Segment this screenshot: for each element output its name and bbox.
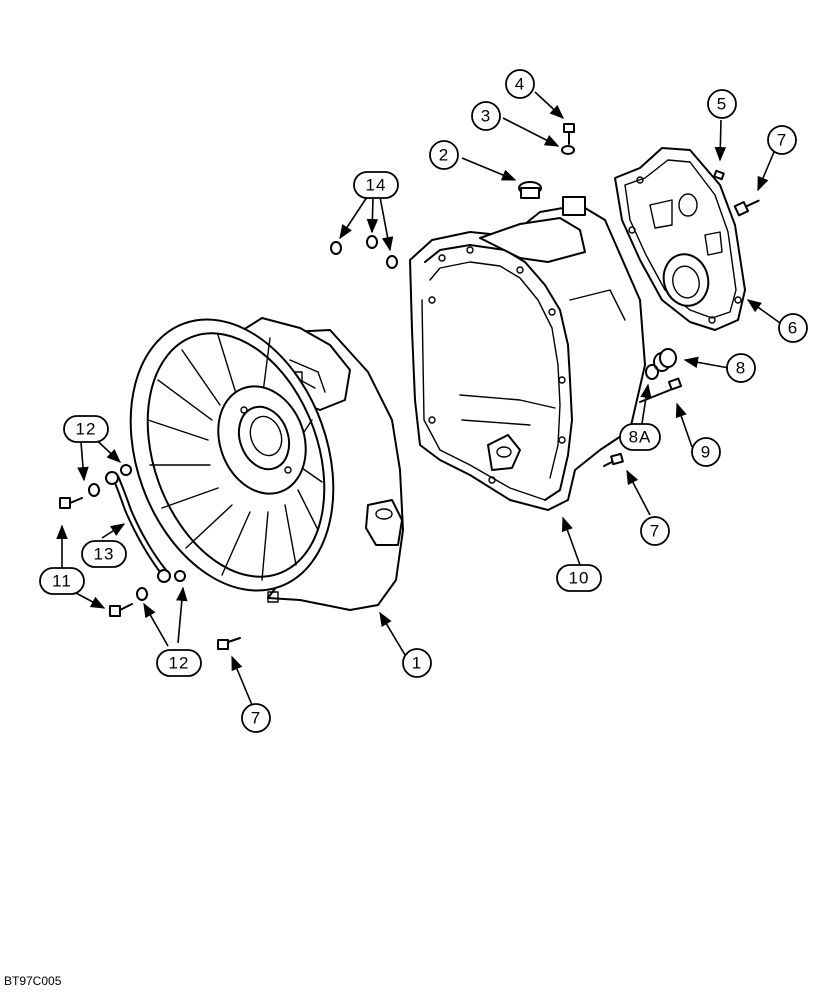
- washers-part-12: [88, 464, 186, 601]
- callout-label-12-bottom: 12: [169, 654, 190, 673]
- callout-7-rear: 7: [767, 125, 797, 155]
- leader-arrows: [56, 91, 781, 706]
- callout-11: 11: [39, 567, 85, 595]
- bolt-part-4: [563, 123, 575, 145]
- callout-label-8a: 8A: [629, 428, 652, 447]
- o-ring-part-8a: [645, 364, 659, 380]
- vent-plug-part-2: [518, 181, 542, 199]
- callout-9: 9: [691, 437, 721, 467]
- callout-label-5: 5: [717, 95, 727, 114]
- callout-label-12-top: 12: [76, 420, 97, 439]
- callout-label-7-bottom: 7: [251, 709, 261, 728]
- callout-12-top: 12: [63, 415, 109, 443]
- callout-3: 3: [471, 101, 501, 131]
- bell-housing-part-1: [129, 317, 404, 611]
- washer-part-3: [561, 145, 575, 155]
- rear-cover-part-6: [614, 147, 746, 331]
- bolt-part-9: [639, 377, 683, 403]
- callout-label-10: 10: [569, 569, 590, 588]
- ground-strap-part-13: [105, 471, 171, 583]
- transmission-case-part-10: [409, 196, 646, 511]
- callout-2: 2: [429, 140, 459, 170]
- callout-label-8: 8: [736, 359, 746, 378]
- bolt-part-7-bottom: [217, 637, 241, 650]
- callout-7-bottom: 7: [241, 703, 271, 733]
- small-hardware: [59, 123, 760, 650]
- callout-label-7-rear: 7: [777, 131, 787, 150]
- o-rings-part-14: [330, 235, 398, 269]
- callout-1: 1: [402, 648, 432, 678]
- callout-label-11: 11: [52, 572, 72, 591]
- callout-label-13: 13: [94, 545, 115, 564]
- plug-part-8: [653, 348, 677, 372]
- callouts: 1 2 3 4 5 6 7 7 7 8 8A 9 10 11 12 12 13 …: [39, 69, 808, 733]
- callout-label-3: 3: [481, 107, 491, 126]
- bolt-part-7-case: [603, 452, 624, 467]
- callout-label-14: 14: [366, 176, 387, 195]
- dowel-part-5: [713, 169, 725, 181]
- callout-12-bottom: 12: [156, 649, 202, 677]
- callout-7-case: 7: [640, 516, 670, 546]
- callout-4: 4: [505, 69, 535, 99]
- callout-label-4: 4: [515, 75, 525, 94]
- bolt-part-7-rear: [733, 199, 760, 217]
- callout-label-2: 2: [439, 146, 449, 165]
- callout-8: 8: [726, 353, 756, 383]
- callout-8a: 8A: [619, 423, 661, 451]
- bolts-part-11: [59, 497, 133, 617]
- callout-6: 6: [778, 313, 808, 343]
- callout-14: 14: [353, 171, 399, 199]
- callout-5: 5: [707, 89, 737, 119]
- callout-label-1: 1: [412, 654, 422, 673]
- reference-code: BT97C005: [4, 974, 62, 988]
- callout-10: 10: [556, 564, 602, 592]
- callout-label-9: 9: [701, 443, 711, 462]
- callout-label-6: 6: [788, 319, 798, 338]
- callout-label-7-case: 7: [650, 522, 660, 541]
- callout-13: 13: [81, 540, 127, 568]
